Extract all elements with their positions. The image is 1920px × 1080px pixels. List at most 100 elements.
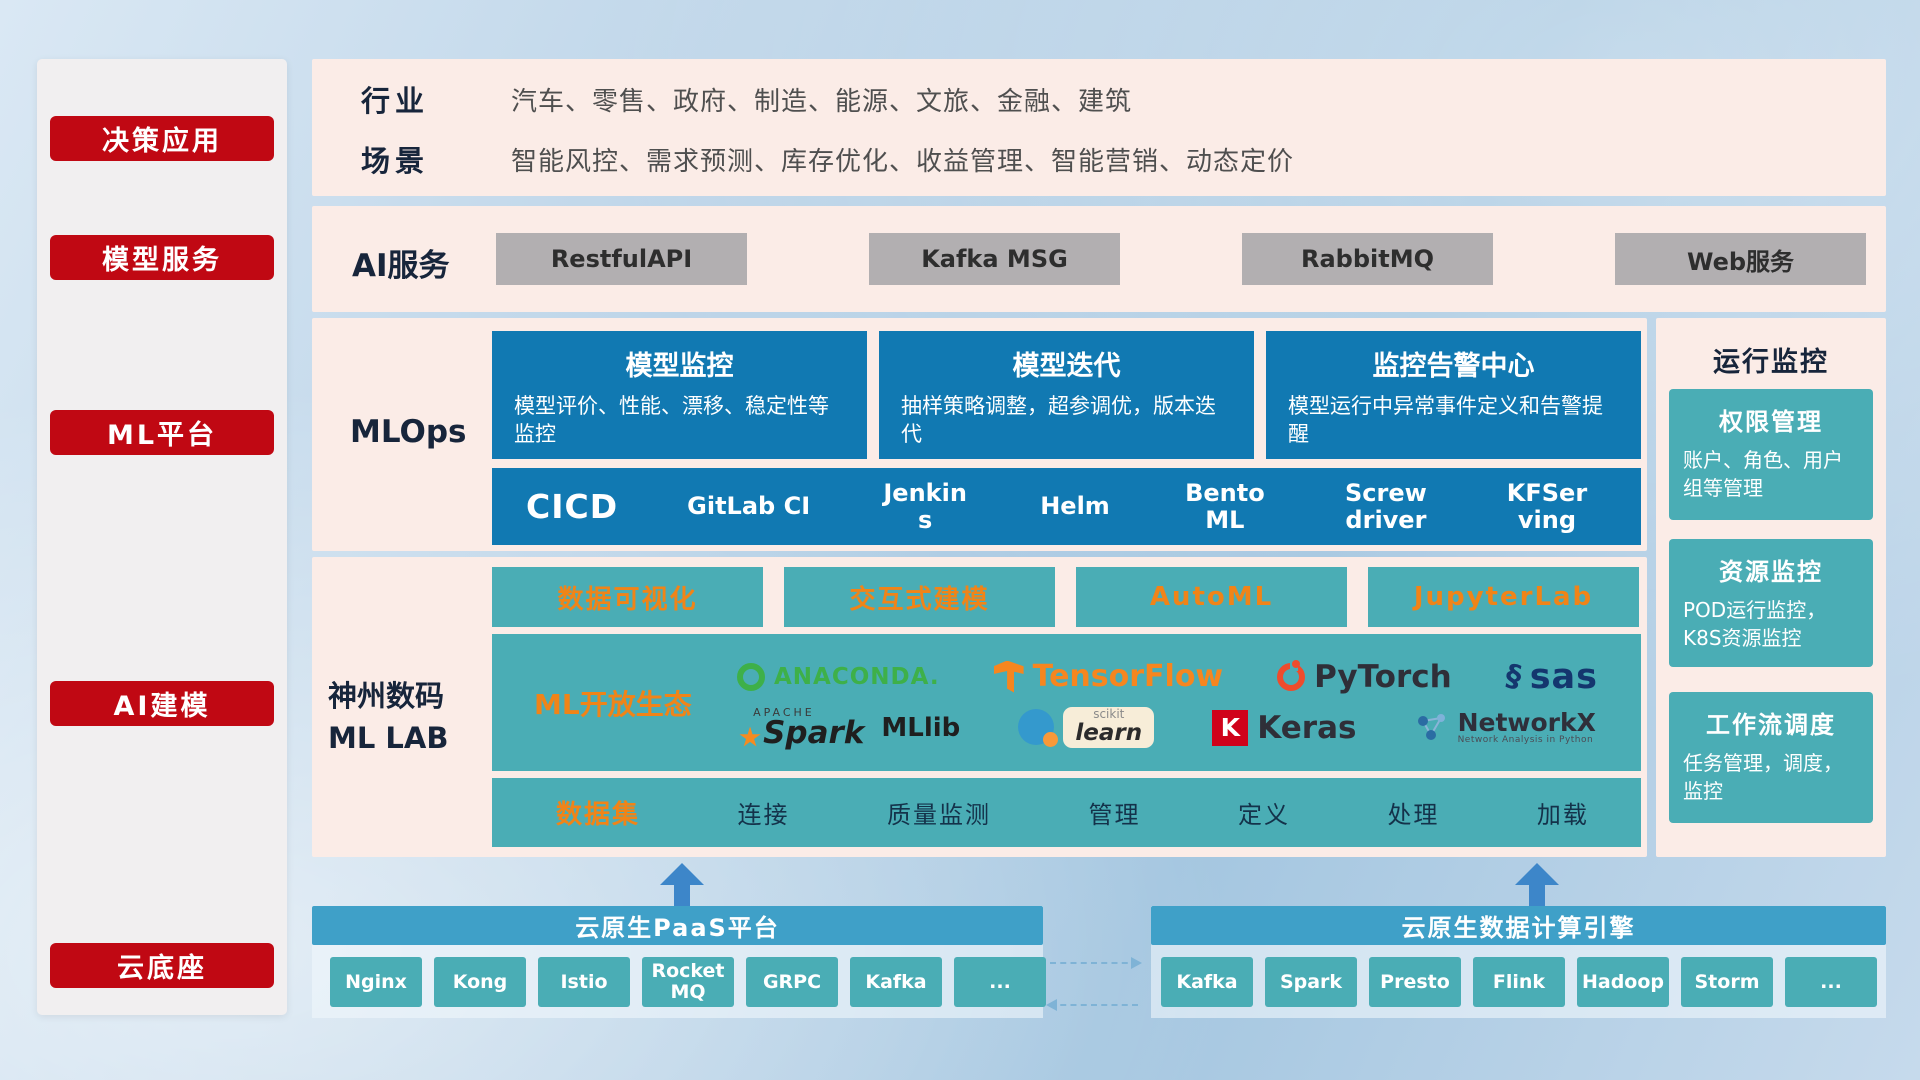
sidebar-item-decision-application: 决策应用 xyxy=(50,116,274,161)
networkx-text: NetworkX xyxy=(1457,707,1596,737)
cicd-item-gitlab-ci: GitLab CI xyxy=(687,492,811,521)
component-grpc: GRPC xyxy=(746,957,838,1007)
card-title: 模型迭代 xyxy=(1012,351,1121,382)
component-nginx: Nginx xyxy=(330,957,422,1007)
tool-jupyterlab: JupyterLab xyxy=(1368,567,1639,627)
scikit-learn-circles-icon xyxy=(1018,709,1059,748)
component-istio: Istio xyxy=(538,957,630,1007)
scenario-row: 场景 智能风控、需求预测、库存优化、收益管理、智能营销、动态定价 xyxy=(361,139,1294,179)
button-kafka-msg: Kafka MSG xyxy=(869,233,1120,285)
learn-text: learn xyxy=(1075,719,1143,746)
tool-interactive-modeling: 交互式建模 xyxy=(784,567,1055,627)
card-title: 模型监控 xyxy=(625,351,734,382)
mlops-cards: 模型监控 模型评价、性能、漂移、稳定性等监控 模型迭代 抽样策略调整，超参调优，… xyxy=(492,331,1641,459)
card-workflow-scheduling: 工作流调度 任务管理，调度，监控 xyxy=(1669,692,1873,823)
layer-sidebar: 决策应用 模型服务 ML平台 AI建模 云底座 xyxy=(37,59,287,1015)
dashed-arrow-left xyxy=(1046,999,1138,1011)
card-resource-monitoring: 资源监控 POD运行监控，K8S资源监控 xyxy=(1669,539,1873,667)
component-kafka: Kafka xyxy=(850,957,942,1007)
button-restfulapi: RestfulAPI xyxy=(496,233,747,285)
component-flink: Flink xyxy=(1473,957,1565,1007)
button-rabbitmq: RabbitMQ xyxy=(1242,233,1493,285)
cicd-item-bentoml: BentoML xyxy=(1185,478,1265,534)
cicd-title: CICD xyxy=(526,487,619,526)
component-spark: Spark xyxy=(1265,957,1357,1007)
card-desc: 模型评价、性能、漂移、稳定性等监控 xyxy=(514,394,829,447)
spark-stack: APACHE Spark xyxy=(739,707,864,749)
component-ellipsis: ... xyxy=(954,957,1046,1007)
ai-service-buttons: RestfulAPI Kafka MSG RabbitMQ Web服务 xyxy=(496,233,1866,285)
runtime-monitor-title: 运行监控 xyxy=(1713,347,1829,378)
pytorch-text: PyTorch xyxy=(1314,658,1452,695)
spark-text: Spark xyxy=(763,714,865,751)
tool-data-visualization: 数据可视化 xyxy=(492,567,763,627)
component-ellipsis: ... xyxy=(1785,957,1877,1007)
component-hadoop: Hadoop xyxy=(1577,957,1669,1007)
ai-service-label: AI服务 xyxy=(352,248,450,284)
industry-row: 行业 汽车、零售、政府、制造、能源、文旅、金融、建筑 xyxy=(361,79,1132,119)
anaconda-text: ANACONDA. xyxy=(774,663,940,690)
ml-open-ecosystem: ML开放生态 ANACONDA. TensorFlow PyTorch xyxy=(492,634,1641,771)
component-storm: Storm xyxy=(1681,957,1773,1007)
ecosystem-logo-row-2: APACHE Spark MLlib scikit learn xyxy=(710,707,1625,749)
arrow-head xyxy=(660,863,704,885)
tensorflow-logo: TensorFlow xyxy=(993,659,1223,694)
up-arrow-engine xyxy=(1515,863,1559,906)
networkx-logo: NetworkX Network Analysis in Python xyxy=(1415,709,1596,746)
paas-components: Nginx Kong Istio RocketMQ GRPC Kafka ... xyxy=(330,957,1046,1007)
dataset-item-process: 处理 xyxy=(1387,801,1440,829)
tensorflow-mark-icon xyxy=(993,660,1024,693)
dataset-item-load: 加载 xyxy=(1536,801,1589,829)
arrow-stem xyxy=(1529,885,1545,906)
band-ai-service: AI服务 RestfulAPI Kafka MSG RabbitMQ Web服务 xyxy=(312,206,1886,312)
anaconda-logo: ANACONDA. xyxy=(737,662,940,691)
card-model-iteration: 模型迭代 抽样策略调整，超参调优，版本迭代 xyxy=(879,331,1254,459)
button-web-service: Web服务 xyxy=(1615,233,1866,285)
spark-row: Spark xyxy=(739,714,865,751)
cicd-item-jenkins: Jenkins xyxy=(883,478,967,534)
panel-runtime-monitor: 运行监控 权限管理 账户、角色、用户组等管理 资源监控 POD运行监控，K8S资… xyxy=(1656,318,1886,857)
ml-lab-label: 神州数码 ML LAB xyxy=(328,675,488,759)
cicd-item-screwdriver: Screwdriver xyxy=(1345,478,1427,534)
ml-lab-tools: 数据可视化 交互式建模 AutoML JupyterLab xyxy=(492,567,1639,627)
arrow-stem xyxy=(674,885,690,906)
sidebar-item-ai-modeling: AI建模 xyxy=(50,681,274,726)
card-title: 监控告警中心 xyxy=(1372,351,1535,382)
keras-logo: K Keras xyxy=(1212,709,1357,746)
sidebar-item-cloud-base: 云底座 xyxy=(50,943,274,988)
industry-list: 汽车、零售、政府、制造、能源、文旅、金融、建筑 xyxy=(511,86,1133,117)
dataset-label: 数据集 xyxy=(556,800,641,830)
card-desc: 任务管理，调度，监控 xyxy=(1683,751,1843,803)
component-presto: Presto xyxy=(1369,957,1461,1007)
engine-components: Kafka Spark Presto Flink Hadoop Storm ..… xyxy=(1161,957,1877,1007)
scikit-learn-badge: scikit learn xyxy=(1063,707,1155,748)
component-kong: Kong xyxy=(434,957,526,1007)
spark-star-icon xyxy=(739,726,761,747)
card-permission-management: 权限管理 账户、角色、用户组等管理 xyxy=(1669,389,1873,520)
ml-ecosystem-label: ML开放生态 xyxy=(534,687,692,721)
spark-apache-text: APACHE xyxy=(753,705,815,719)
anaconda-ring-icon xyxy=(737,662,765,691)
cicd-bar: CICD GitLab CI Jenkins Helm BentoML Scre… xyxy=(492,468,1641,545)
spark-mllib-logo: APACHE Spark MLlib xyxy=(739,707,960,749)
keras-k-icon: K xyxy=(1212,709,1249,746)
dataset-item-manage: 管理 xyxy=(1088,801,1141,829)
sas-logo: § sas xyxy=(1502,657,1598,697)
mllib-text: MLlib xyxy=(881,712,961,743)
band-ml-lab: 神州数码 ML LAB 数据可视化 交互式建模 AutoML JupyterLa… xyxy=(312,557,1647,857)
sas-swirl-icon: § xyxy=(1502,657,1525,696)
card-model-monitoring: 模型监控 模型评价、性能、漂移、稳定性等监控 xyxy=(492,331,867,459)
keras-text: Keras xyxy=(1257,709,1357,746)
scikit-learn-logo: scikit learn xyxy=(1018,707,1155,748)
card-title: 权限管理 xyxy=(1719,408,1823,436)
dataset-bar: 数据集 连接 质量监测 管理 定义 处理 加载 xyxy=(492,778,1641,847)
scenario-list: 智能风控、需求预测、库存优化、收益管理、智能营销、动态定价 xyxy=(511,146,1295,177)
component-rocketmq: RocketMQ xyxy=(642,957,734,1007)
card-desc: 模型运行中异常事件定义和告警提醒 xyxy=(1288,394,1603,447)
dataset-item-connect: 连接 xyxy=(737,801,790,829)
sidebar-item-model-service: 模型服务 xyxy=(50,235,274,280)
tool-automl: AutoML xyxy=(1076,567,1347,627)
card-desc: 账户、角色、用户组等管理 xyxy=(1683,448,1843,500)
cicd-item-helm: Helm xyxy=(1040,492,1110,521)
